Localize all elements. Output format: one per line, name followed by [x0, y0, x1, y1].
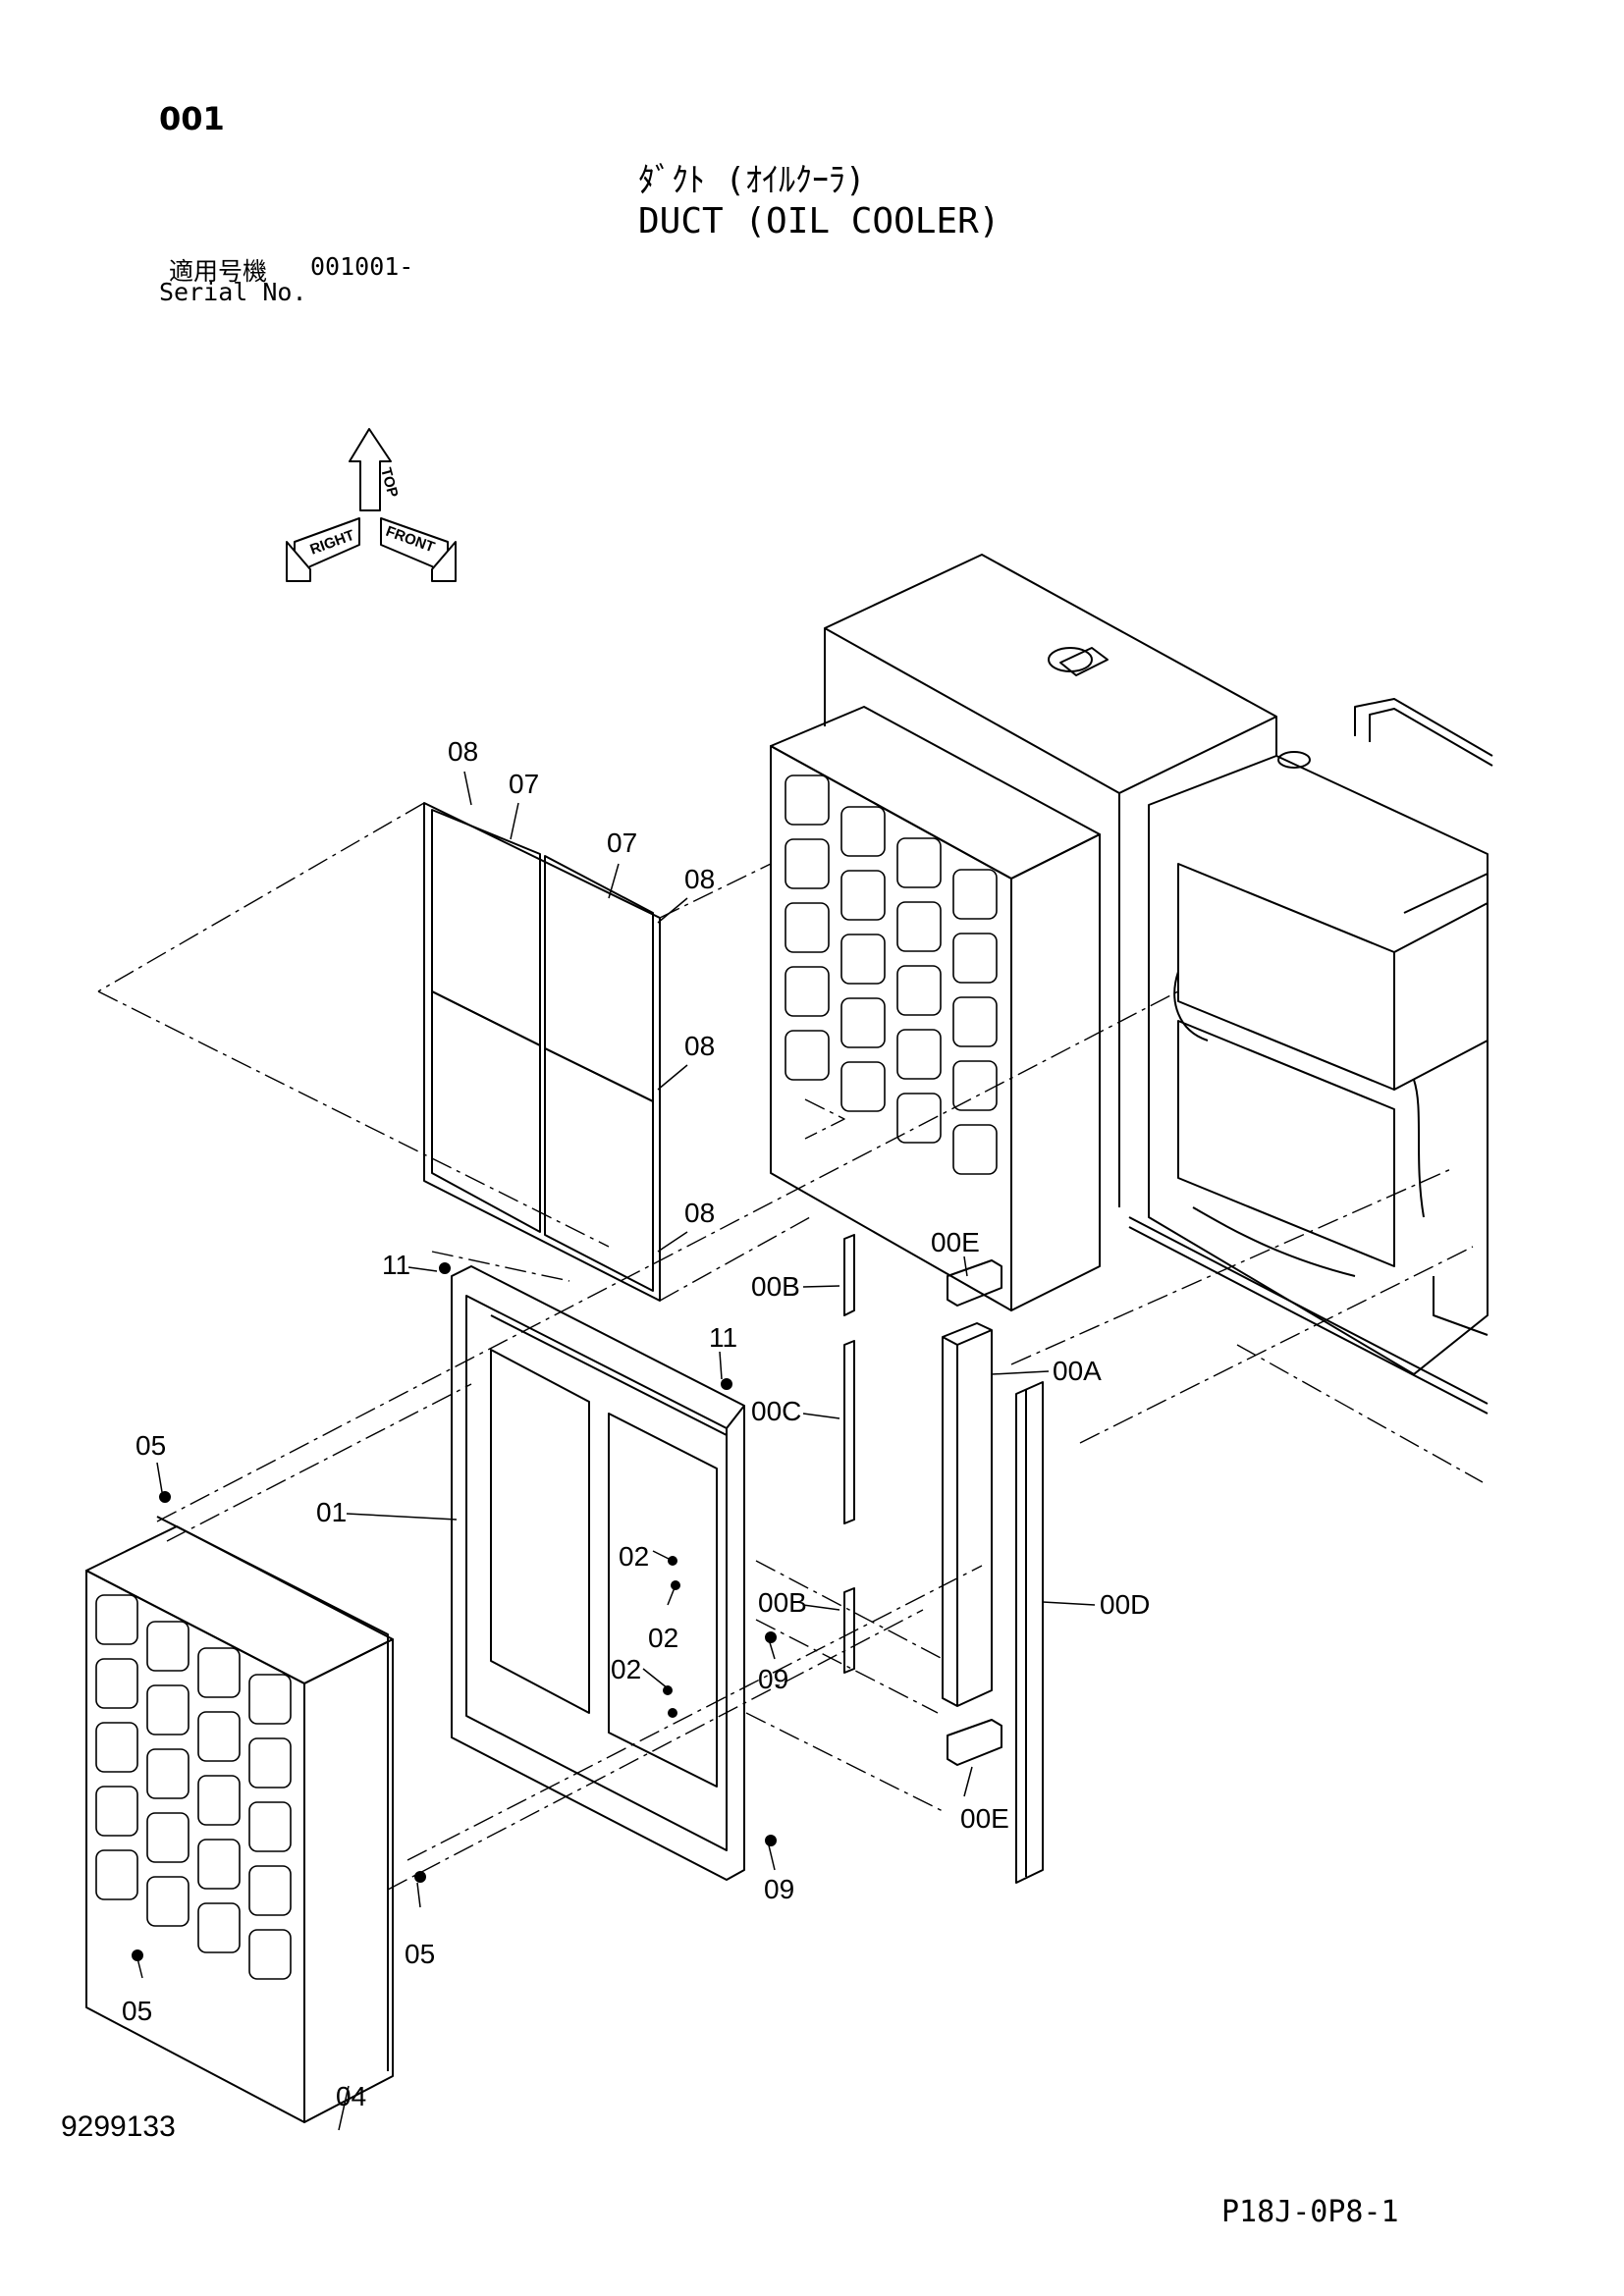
callout-05-c: 05: [122, 1996, 152, 2026]
callout-02-a: 02: [619, 1541, 649, 1572]
callout-05-b: 05: [405, 1939, 435, 1969]
serial-label-english: Serial No.: [159, 278, 307, 306]
callout-11-a: 11: [382, 1250, 410, 1280]
callout-04: 04: [336, 2081, 366, 2111]
oil-cooler-04: [85, 1516, 394, 2123]
seal-strips: [843, 1234, 1044, 1884]
callout-00E-bottom: 00E: [960, 1803, 1009, 1834]
callout-00D: 00D: [1100, 1589, 1150, 1620]
callout-08-c: 08: [684, 1031, 715, 1061]
callout-labels: 08 07 07 08 08 08 11 11 05 01 02 02 02 0…: [122, 736, 1150, 2111]
title-japanese: ﾀﾞｸﾄ (ｵｲﾙｸｰﾗ): [638, 161, 866, 200]
callout-08-a: 08: [448, 736, 478, 767]
callout-01: 01: [316, 1497, 347, 1527]
sheet-code: P18J-0P8-1: [1221, 2195, 1399, 2229]
machine-body: [824, 554, 1493, 1415]
callout-02-c: 02: [611, 1654, 641, 1684]
callout-07-b: 07: [607, 828, 637, 858]
callout-leaders: [136, 771, 1096, 2131]
callout-00C: 00C: [751, 1396, 801, 1426]
callout-07-a: 07: [509, 769, 539, 799]
blocks-00E: [947, 1259, 1002, 1766]
callout-09-a: 09: [758, 1664, 788, 1694]
callout-08-b: 08: [684, 864, 715, 894]
assembly-guide-lines: [97, 802, 1484, 1891]
document-number: 9299133: [61, 2110, 176, 2143]
duct-frame-01: [451, 1265, 745, 1881]
callout-08-d: 08: [684, 1198, 715, 1228]
callout-11-b: 11: [709, 1322, 737, 1353]
callout-00B-bottom: 00B: [758, 1587, 807, 1618]
callout-05-a: 05: [135, 1430, 166, 1461]
title-english: DUCT (OIL COOLER): [638, 201, 1001, 241]
callout-00A: 00A: [1053, 1356, 1102, 1386]
serial-label-japanese: 適用号機: [169, 257, 268, 286]
orientation-indicator: [286, 428, 457, 582]
angle-00A: [942, 1322, 993, 1707]
serial-number-value: 001001-: [310, 252, 414, 281]
oil-cooler-installed: [770, 706, 1101, 1311]
fasteners: [132, 1262, 777, 1961]
page-number: 001: [159, 100, 225, 137]
callout-02-b: 02: [648, 1623, 678, 1653]
callout-09-b: 09: [764, 1874, 794, 1904]
callout-00B-top: 00B: [751, 1271, 800, 1302]
screen-panels: [423, 802, 661, 1302]
callout-00E-top: 00E: [931, 1227, 980, 1257]
